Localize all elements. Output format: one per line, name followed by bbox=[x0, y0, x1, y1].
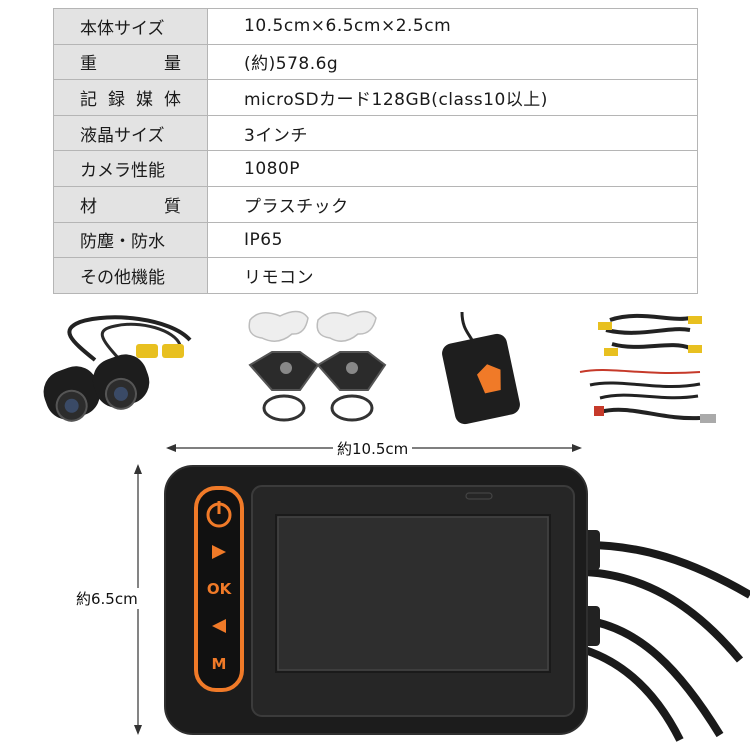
spec-key: 本体サイズ bbox=[53, 8, 208, 45]
spec-value: リモコン bbox=[207, 257, 698, 294]
spec-row: 液晶サイズ 3インチ bbox=[53, 114, 698, 152]
cable-set-image bbox=[579, 313, 716, 423]
spec-row: 材質 プラスチック bbox=[53, 185, 698, 223]
spec-key-char: 量 bbox=[164, 54, 181, 75]
spec-value: microSDカード128GB(class10以上) bbox=[207, 79, 698, 116]
spec-value: 1080P bbox=[207, 150, 698, 187]
height-label: 約6.5cm bbox=[72, 588, 142, 609]
spec-key-spread: 重量 bbox=[80, 49, 181, 74]
spec-row: 本体サイズ 10.5cm×6.5cm×2.5cm bbox=[53, 8, 698, 45]
dual-camera-image bbox=[43, 315, 192, 422]
mount-bracket-image bbox=[248, 310, 387, 422]
spec-key-spread: 材質 bbox=[80, 192, 181, 217]
spec-row: 重量 (約)578.6g bbox=[53, 43, 698, 81]
remote-control-image bbox=[442, 311, 520, 425]
spec-row: 記録媒体 microSDカード128GB(class10以上) bbox=[53, 79, 698, 116]
spec-key-char: 媒 bbox=[136, 89, 153, 110]
spec-key: 液晶サイズ bbox=[53, 114, 208, 152]
menu-button-label: M bbox=[211, 655, 227, 673]
spec-value: (約)578.6g bbox=[207, 43, 698, 81]
spec-key-char: 体 bbox=[164, 89, 181, 110]
spec-key-spread: 記録媒体 bbox=[80, 85, 181, 110]
spec-row: その他機能 リモコン bbox=[53, 257, 698, 294]
spec-value: 10.5cm×6.5cm×2.5cm bbox=[207, 8, 698, 45]
spec-key-char: 重 bbox=[80, 54, 97, 75]
spec-key-char: 録 bbox=[108, 89, 125, 110]
dashcam-device bbox=[164, 465, 750, 742]
ok-button-label: OK bbox=[206, 580, 232, 598]
spec-key: 防塵・防水 bbox=[53, 221, 208, 259]
spec-value: プラスチック bbox=[207, 185, 698, 223]
spec-table: 本体サイズ 10.5cm×6.5cm×2.5cm 重量 (約)578.6g 記録… bbox=[53, 8, 698, 294]
spec-key-char: 材 bbox=[80, 196, 97, 217]
spec-row: カメラ性能 1080P bbox=[53, 150, 698, 187]
spec-value: 3インチ bbox=[207, 114, 698, 152]
spec-key-char: 記 bbox=[80, 89, 97, 110]
spec-key: カメラ性能 bbox=[53, 150, 208, 187]
spec-key: 記録媒体 bbox=[53, 79, 208, 116]
spec-key-char: 質 bbox=[164, 196, 181, 217]
width-label: 約10.5cm bbox=[333, 438, 413, 459]
spec-key: 材質 bbox=[53, 185, 208, 223]
